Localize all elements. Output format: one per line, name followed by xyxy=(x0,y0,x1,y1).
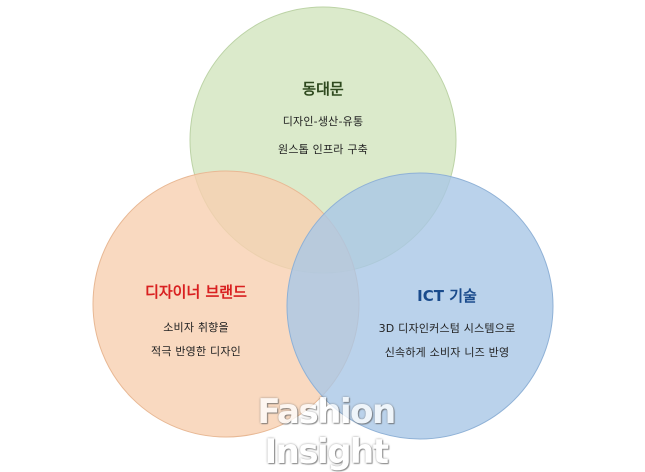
ict-line-2: 신속하게 소비자 니즈 반영 xyxy=(384,346,510,359)
circle-ict xyxy=(286,172,554,440)
venn-circles xyxy=(92,6,554,440)
designer-brand-text: 디자이너 브랜드 소비자 취향을 적극 반영한 디자인 xyxy=(116,281,276,359)
designer-brand-line-2: 적극 반영한 디자인 xyxy=(151,345,241,358)
designer-brand-title: 디자이너 브랜드 xyxy=(145,283,247,301)
dongdaemun-line-2: 원스톱 인프라 구축 xyxy=(278,143,368,156)
dongdaemun-title: 동대문 xyxy=(302,80,344,98)
venn-diagram: 동대문 디자인-생산-유통 원스톱 인프라 구축 디자이너 브랜드 소비자 취향… xyxy=(92,6,554,472)
fashion-insight-watermark: Fashion Insight xyxy=(257,392,396,472)
dongdaemun-text: 동대문 디자인-생산-유통 원스톱 인프라 구축 xyxy=(223,78,423,157)
ict-line-1: 3D 디자인커스텀 시스템으로 xyxy=(378,322,516,335)
dongdaemun-line-1: 디자인-생산-유통 xyxy=(282,115,364,128)
ict-text: ICT 기술 3D 디자인커스텀 시스템으로 신속하게 소비자 니즈 반영 xyxy=(357,285,537,360)
ict-title: ICT 기술 xyxy=(417,287,477,305)
designer-brand-line-1: 소비자 취향을 xyxy=(163,321,229,334)
